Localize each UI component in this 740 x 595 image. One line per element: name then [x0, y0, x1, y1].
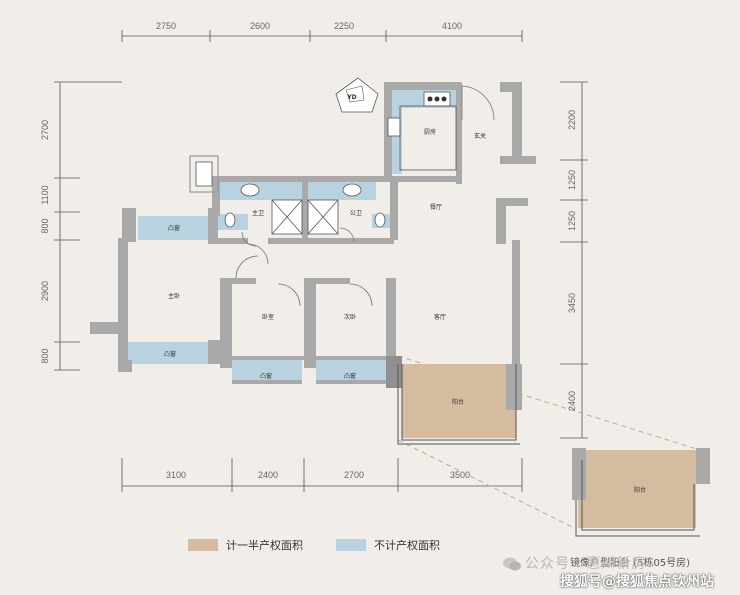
bay-window-1-fill: [138, 216, 208, 240]
dim-top-2: 2600: [250, 21, 270, 31]
dim-bottom-4: 3500: [450, 470, 470, 480]
legend-no-label: 不计产权面积: [374, 539, 440, 552]
bay-window-2-fill: [128, 342, 210, 364]
dim-right-5: 2400: [567, 391, 577, 411]
toilet-1-icon: [224, 212, 236, 228]
left-dimension-line: [54, 81, 122, 371]
legend-half-swatch: [188, 539, 218, 551]
bath-fixtures: [195, 161, 386, 235]
watermark-bottom: 搜狐号@搜狐焦点钦州站: [560, 574, 714, 590]
room-balcony: 阳台: [452, 398, 464, 406]
tub-icon: [195, 161, 213, 187]
room-mirror-balcony: 阳台: [634, 486, 646, 494]
dim-left-2: 1100: [40, 185, 50, 204]
dim-left-3: 800: [40, 218, 50, 233]
bath-vanity-1-fill: [218, 180, 302, 200]
dim-right-1: 2200: [567, 110, 577, 130]
legend-no-area: 不计产权面积: [336, 537, 440, 553]
door-swings: [235, 85, 495, 307]
room-kitchen: 厨房: [424, 128, 436, 136]
dim-top-3: 2250: [334, 21, 354, 31]
top-dimension-line: [121, 30, 523, 42]
room-bedroom-a: 卧室: [262, 313, 274, 321]
bath-vanity-2-fill: [306, 180, 376, 200]
room-bay-window-4: 凸窗: [344, 372, 356, 380]
balcony-fill: [402, 364, 516, 438]
dim-left-5: 800: [40, 348, 50, 363]
room-bay-window-1: 凸窗: [168, 224, 180, 232]
basin-2-icon: [342, 183, 362, 197]
room-living: 客厅: [434, 313, 446, 321]
basin-1-icon: [240, 183, 260, 197]
dim-left-4: 2900: [40, 281, 50, 301]
dim-top-4: 4100: [442, 21, 462, 31]
dim-right-2: 1250: [567, 170, 577, 190]
legend-no-swatch: [336, 539, 366, 551]
bay-window-4-fill: [316, 358, 388, 382]
dim-right-4: 3450: [567, 293, 577, 313]
dim-left-1: 2700: [40, 120, 50, 140]
mirror-caption: 镜像户型阳台 (5栋05号房): [570, 556, 690, 569]
dim-right-3: 1250: [567, 211, 577, 231]
room-master-bedroom: 主卧: [168, 292, 180, 300]
room-bay-window-2: 凸窗: [164, 350, 176, 358]
wechat-icon: [503, 557, 521, 571]
room-bay-window-3: 凸窗: [260, 372, 272, 380]
legend-half-label: 计一半产权面积: [226, 539, 303, 552]
watermark-top: 公众号 · 惠州新房: [525, 556, 647, 572]
dim-bottom-2: 2400: [258, 470, 278, 480]
dim-top-1: 2750: [156, 21, 176, 31]
dim-bottom-3: 2700: [344, 470, 364, 480]
kitchen-fixtures: [387, 91, 457, 171]
balcony-outline: [397, 364, 520, 445]
mirror-connector-lines: [397, 355, 701, 529]
sink-icon: [387, 117, 401, 137]
room-dining: 餐厅: [430, 203, 442, 211]
bay-window-3-fill: [232, 358, 302, 382]
room-yd: YD: [346, 94, 356, 101]
mirror-balcony: [572, 448, 710, 537]
room-public-bath: 公卫: [350, 210, 362, 217]
room-master-bath: 主卫: [252, 209, 264, 217]
room-entrance: 玄关: [474, 132, 486, 140]
bottom-dimension-line: [121, 458, 523, 492]
right-dimension-line: [560, 81, 588, 439]
dim-bottom-1: 3100: [166, 470, 186, 480]
toilet-2-icon: [374, 212, 386, 228]
room-bedroom-b: 次卧: [344, 313, 356, 321]
yd-niche: [335, 77, 379, 113]
legend-half-area: 计一半产权面积: [188, 537, 303, 553]
